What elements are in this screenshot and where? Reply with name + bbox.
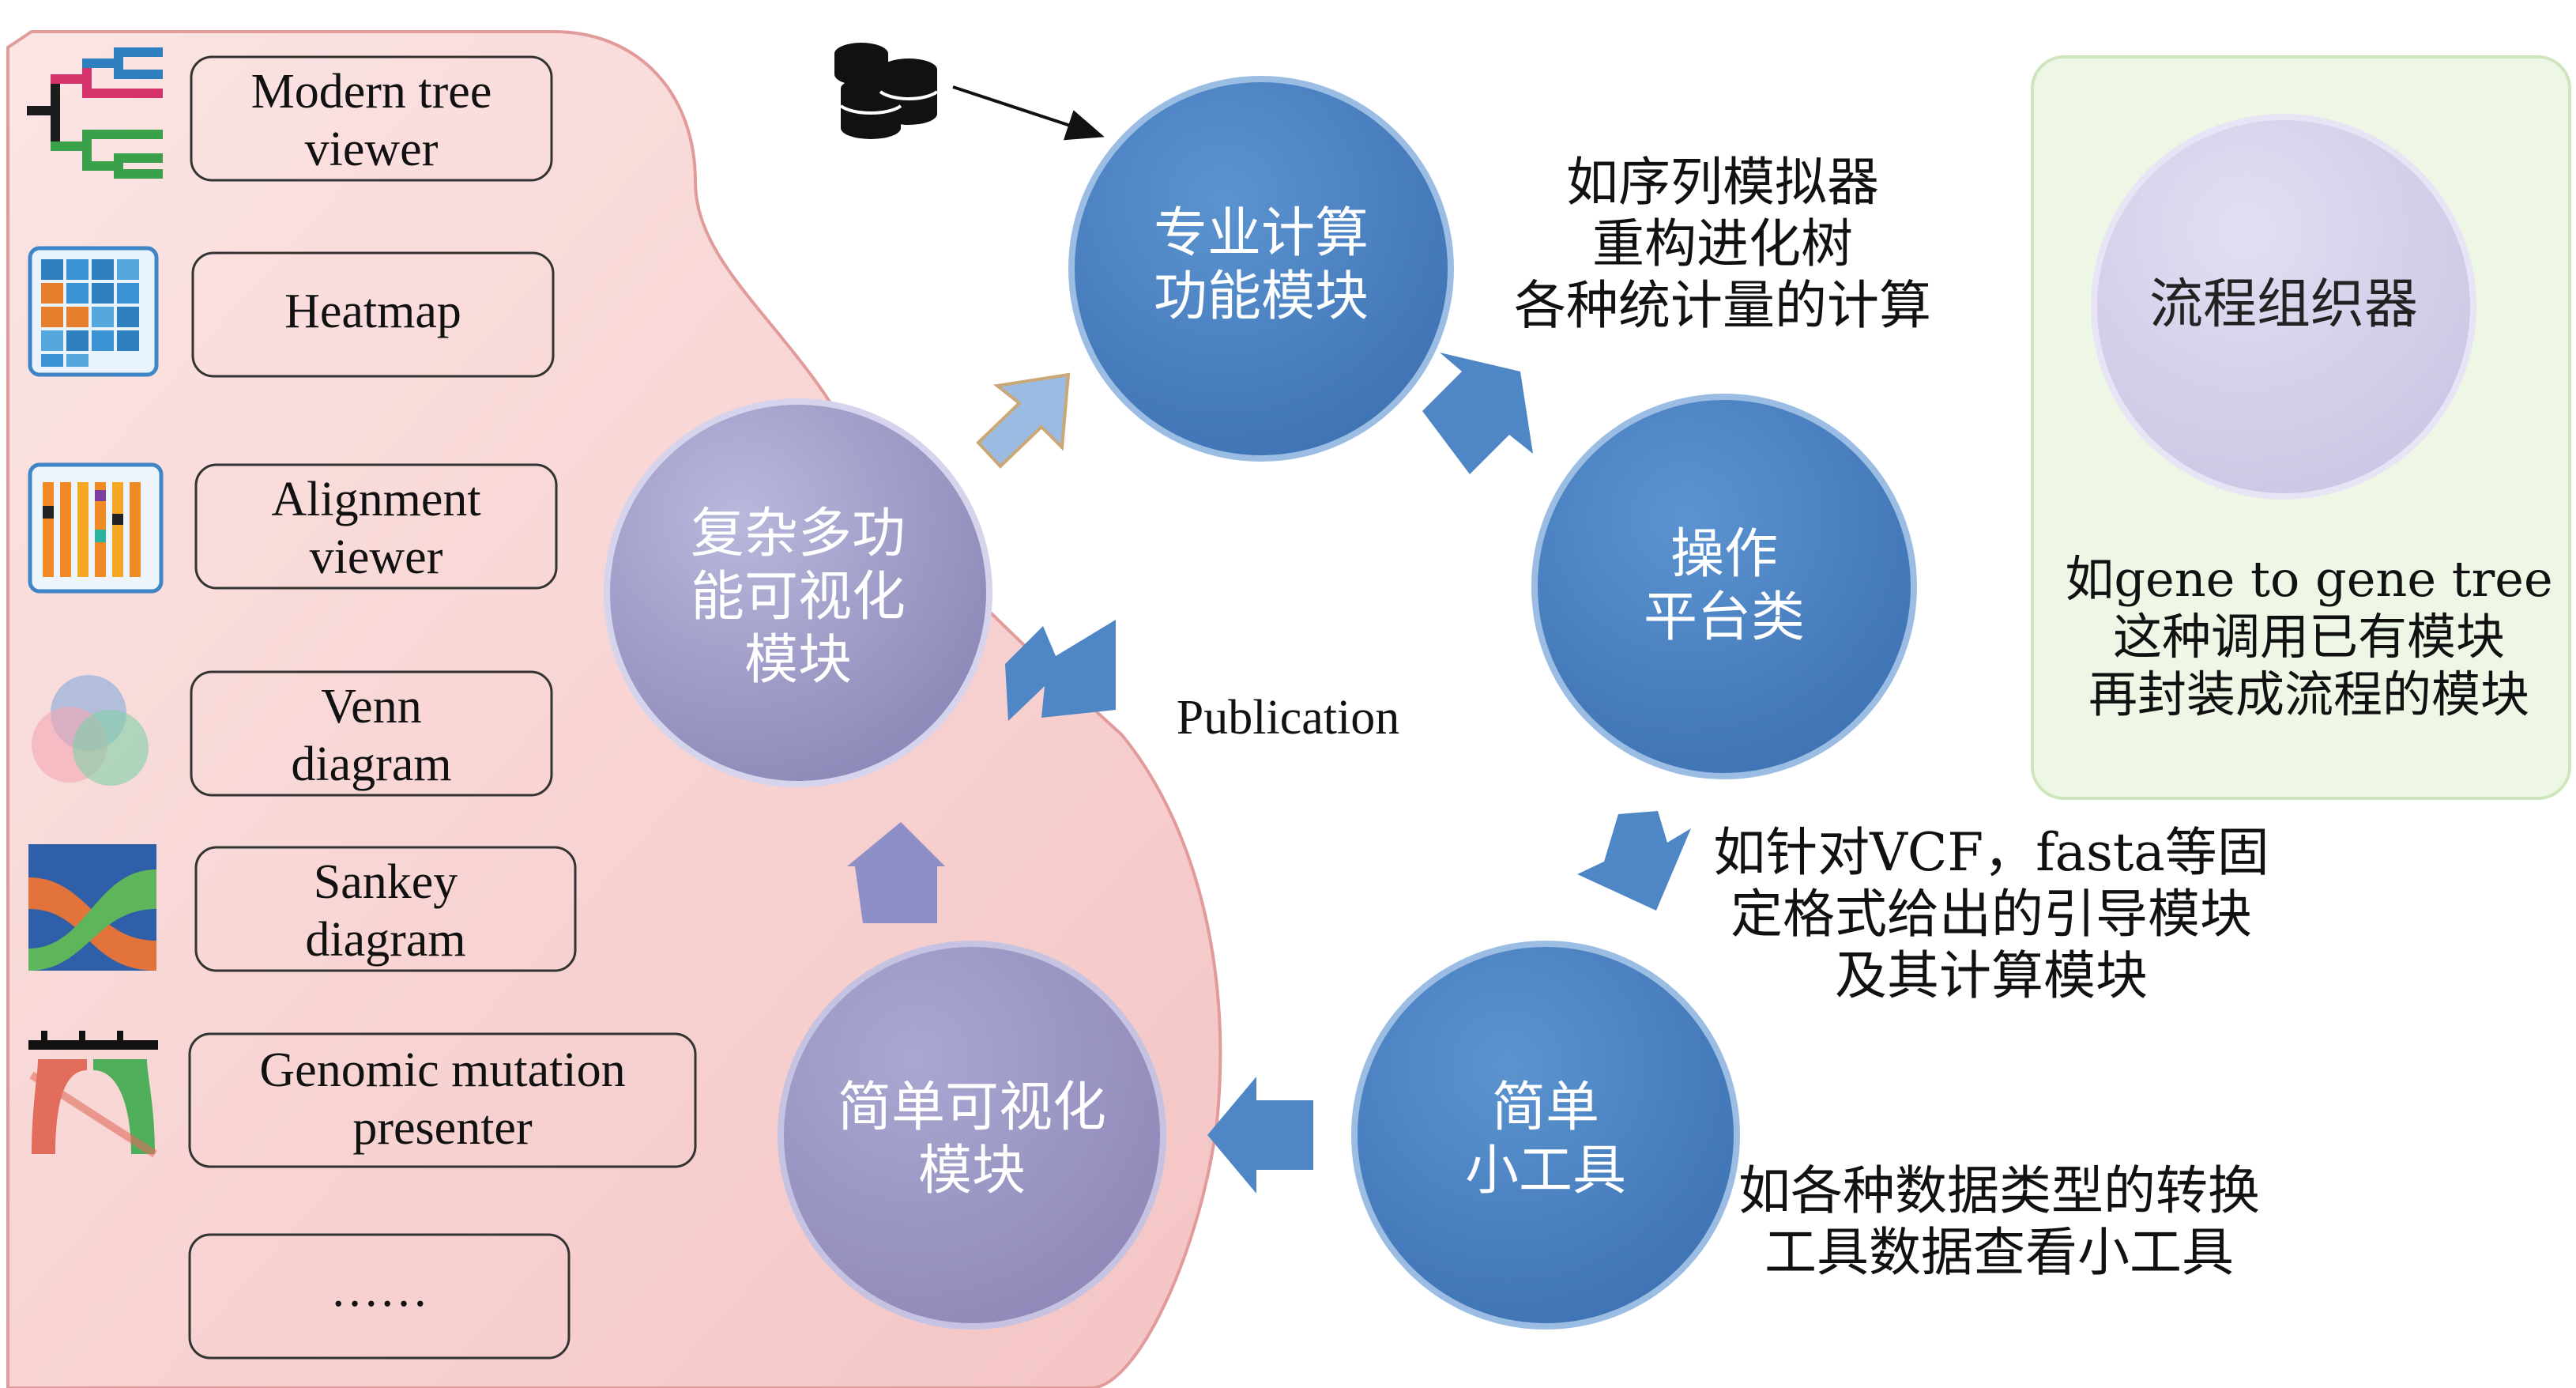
simple-vis-circle[interactable] (778, 941, 1166, 1330)
specialized-module-circle[interactable] (1068, 76, 1454, 462)
tool-box-more[interactable] (188, 1233, 571, 1360)
note-line: 再封装成流程的模块 (2088, 666, 2529, 724)
arrow-complex-to-specialized (976, 372, 1071, 469)
tool-box-heatmap[interactable] (191, 251, 555, 378)
platform-module-circle[interactable] (1531, 394, 1917, 779)
note-line: 如各种数据类型的转换 (1738, 1160, 2260, 1221)
arrow-simple-vis-to-complex-vis (847, 822, 945, 923)
tool-box-modern-tree[interactable] (190, 55, 553, 182)
arrow-small-tools-to-simple-vis (1207, 1077, 1313, 1194)
note-line: 工具数据查看小工具 (1764, 1221, 2234, 1283)
tool-label-line: Modern tree (250, 65, 492, 119)
publication-label: Publication (1176, 691, 1400, 745)
tool-label-modern-tree: Modern tree viewer (191, 63, 552, 179)
note-line: 这种调用已有模块 (2112, 608, 2505, 666)
note-specialized: 如序列模拟器 重构进化树 各种统计量的计算 (1486, 152, 1960, 337)
arrow-complex-vis-to-publication (1005, 620, 1116, 721)
tool-label-line: viewer (304, 123, 439, 177)
note-line: 及其计算模块 (1835, 945, 2148, 1006)
tool-box-genomic[interactable] (188, 1032, 697, 1168)
tool-label-line: Alignment (271, 473, 481, 526)
tool-label-alignment: Alignment viewer (196, 471, 556, 587)
note-line: 定格式给出的引导模块 (1731, 883, 2252, 945)
module-label-line: 专业计算 (1153, 202, 1369, 265)
tool-box-venn[interactable] (190, 670, 553, 797)
simple-vis-label: 简单可视化 模块 (782, 1077, 1162, 1203)
arrow-platform-to-small-tools (1577, 811, 1691, 911)
module-label-line: 平台类 (1643, 587, 1805, 650)
module-label-line: 功能模块 (1153, 266, 1369, 329)
tool-label-venn: Venn diagram (191, 678, 552, 794)
tool-label-heatmap: Heatmap (193, 283, 553, 341)
alignment-icon (28, 462, 164, 594)
database-arrow (952, 85, 1105, 141)
module-label-line: 模块 (917, 1140, 1026, 1203)
tool-label-line: diagram (291, 737, 452, 792)
note-workflow: 如gene to gene tree 这种调用已有模块 再封装成流程的模块 (2048, 550, 2570, 723)
heatmap-icon (28, 246, 159, 377)
workflow-circle[interactable] (2091, 114, 2476, 500)
workflow-label: 流程组织器 (2094, 273, 2473, 337)
specialized-module-label: 专业计算 功能模块 (1071, 202, 1451, 329)
venn-icon (32, 675, 149, 786)
tool-label-line: viewer (309, 530, 443, 585)
module-label-line: 模块 (744, 629, 852, 692)
arrow-specialized-to-platform (1422, 353, 1533, 474)
database-icon (834, 43, 939, 139)
note-small-tools: 如各种数据类型的转换 工具数据查看小工具 (1731, 1160, 2268, 1284)
tool-label-line: Venn (321, 680, 422, 734)
note-platform: 如针对VCF，fasta等固 定格式给出的引导模块 及其计算模块 (1699, 822, 2284, 1007)
tool-box-sankey[interactable] (194, 846, 577, 972)
small-tools-circle[interactable] (1351, 941, 1740, 1330)
genomic-mutation-icon (28, 1031, 158, 1158)
module-label-line: 复杂多功 (690, 503, 906, 565)
module-label-line: 小工具 (1464, 1140, 1626, 1203)
tool-label-more: …… (190, 1262, 569, 1319)
tool-label-line: Sankey (313, 855, 458, 909)
complex-vis-label: 复杂多功 能可视化 模块 (608, 503, 988, 693)
sankey-icon (28, 844, 156, 971)
module-label-line: 简单 (1491, 1077, 1599, 1139)
module-label-line: 简单可视化 (837, 1077, 1106, 1139)
tree-icon (27, 47, 163, 179)
note-line: 重构进化树 (1592, 213, 1853, 274)
module-label-line: 能可视化 (690, 566, 906, 629)
module-label-line: 流程组织器 (2149, 273, 2418, 336)
tool-label-line: presenter (352, 1101, 533, 1156)
note-line: 如针对VCF，fasta等固 (1713, 822, 2269, 883)
tool-box-alignment[interactable] (194, 463, 558, 590)
tool-label-sankey: Sankey diagram (196, 854, 575, 969)
tool-label-line: Genomic mutation (259, 1043, 626, 1097)
platform-module-label: 操作 平台类 (1535, 523, 1914, 650)
tool-label-genomic: Genomic mutation presenter (190, 1042, 695, 1157)
module-label-line: 操作 (1670, 523, 1778, 586)
small-tools-label: 简单 小工具 (1356, 1077, 1735, 1203)
note-line: 如序列模拟器 (1566, 152, 1879, 213)
note-line: 如gene to gene tree (2065, 550, 2553, 608)
tool-label-line: …… (330, 1263, 428, 1317)
note-line: 各种统计量的计算 (1514, 274, 1931, 336)
complex-vis-circle[interactable] (604, 398, 992, 787)
tool-label-line: Heatmap (284, 285, 461, 338)
tool-label-line: diagram (305, 913, 466, 967)
